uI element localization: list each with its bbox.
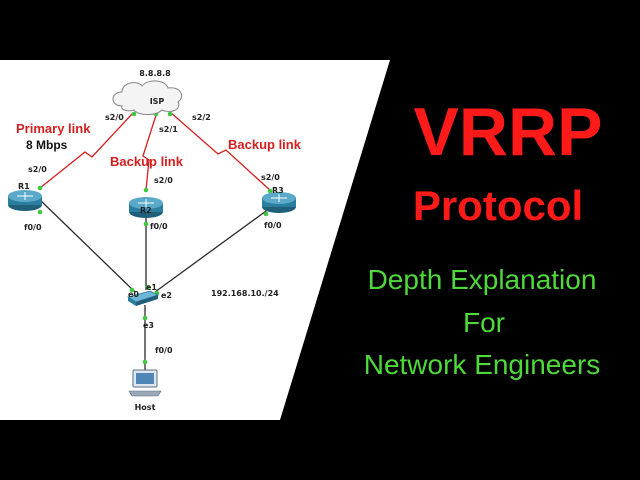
port-dot	[37, 185, 43, 191]
port-dot	[263, 211, 269, 217]
port-dot	[267, 188, 273, 194]
port-dot	[37, 209, 43, 215]
port-dot	[167, 111, 173, 117]
router-icon	[8, 190, 42, 211]
wan-links	[39, 111, 273, 193]
host-computer-icon	[128, 369, 162, 397]
isp-port-label: s2/1	[159, 125, 178, 134]
switch-port-label: e2	[161, 291, 172, 300]
port-dot	[142, 359, 148, 365]
isp-port-label: s2/0	[105, 113, 124, 122]
router-name: R1	[18, 182, 30, 191]
port-dot	[131, 111, 137, 117]
switch-icon	[127, 290, 160, 306]
router-name: R3	[272, 186, 284, 195]
router-icon	[262, 192, 296, 213]
link-r3-switch	[154, 202, 278, 293]
router-icon	[129, 197, 163, 218]
backup-link-label: Backup link	[228, 137, 302, 152]
router-wan-port: s2/0	[261, 173, 280, 182]
link-r1-isp	[39, 113, 133, 189]
subtitle-line-2: For	[463, 307, 505, 338]
link-r1-switch	[37, 197, 136, 293]
backup-link-label: Backup link	[110, 154, 184, 169]
primary-link-label: Primary link	[16, 121, 91, 136]
subtitle-line-3: Network Engineers	[364, 349, 601, 380]
port-dot	[143, 187, 149, 193]
switch-port-label: e1	[146, 283, 157, 292]
host-port-label: f0/0	[155, 346, 173, 355]
primary-link-speed: 8 Mbps	[26, 138, 68, 152]
network-links	[37, 197, 278, 370]
subtitle-line-1: Depth Explanation	[368, 264, 597, 295]
router-lan-port: f0/0	[24, 223, 42, 232]
port-dot	[129, 287, 135, 293]
cloud-ip-label: 8.8.8.8	[139, 69, 171, 78]
link-r3-isp	[169, 111, 273, 193]
switch-port-label: e3	[143, 321, 154, 330]
router-lan-port: f0/0	[150, 222, 168, 231]
router-wan-port: s2/0	[28, 165, 47, 174]
port-dot	[143, 221, 149, 227]
link-r2-isp	[142, 111, 158, 191]
router-lan-port: f0/0	[264, 221, 282, 230]
isp-cloud-icon	[112, 80, 183, 115]
headline-protocol: Protocol	[413, 182, 583, 229]
host-label: Host	[135, 403, 156, 412]
subnet-label: 192.168.10./24	[211, 289, 279, 298]
isp-port-label: s2/2	[192, 113, 211, 122]
router-wan-port: s2/0	[154, 176, 173, 185]
isp-label: ISP	[150, 97, 165, 106]
diagram-panel	[0, 60, 390, 420]
port-dot	[145, 284, 151, 290]
port-dot	[142, 315, 148, 321]
headline-vrrp: VRRP	[414, 94, 603, 170]
router-name: R2	[140, 206, 152, 215]
switch-port-label: e0	[128, 290, 139, 299]
